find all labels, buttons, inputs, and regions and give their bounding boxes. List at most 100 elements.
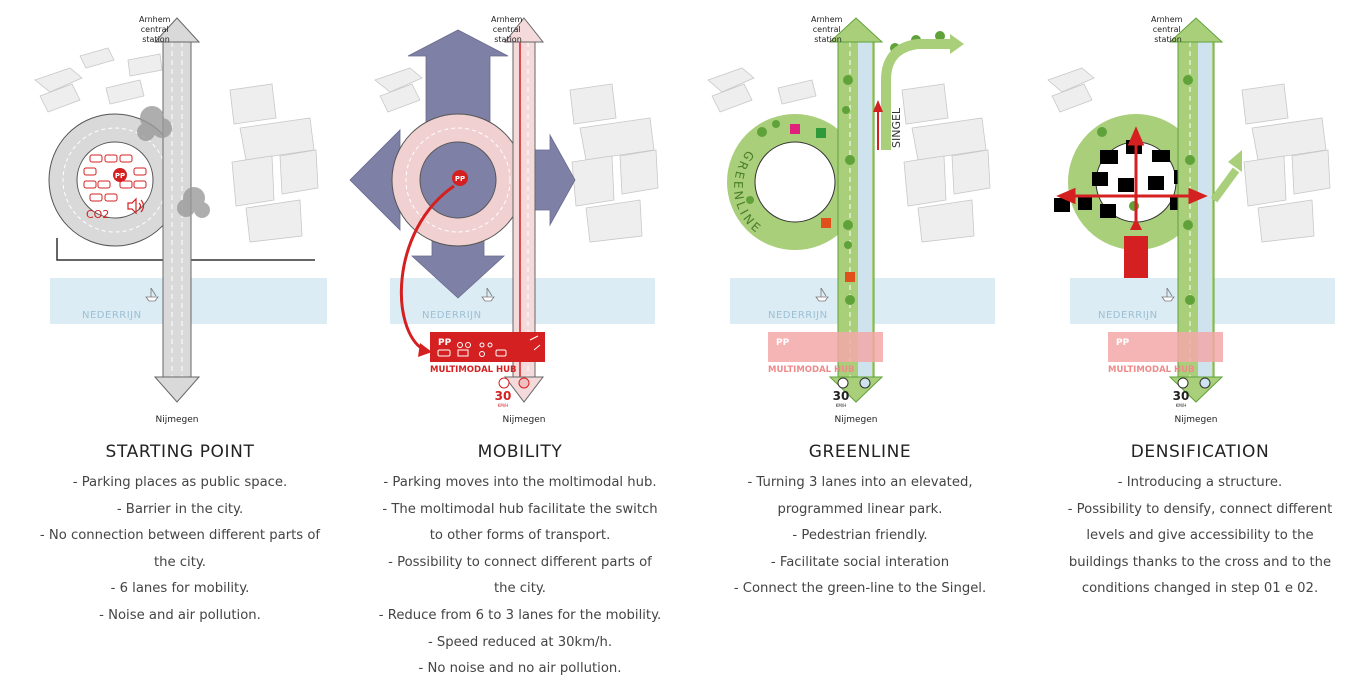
nijmegen-label: Nijmegen xyxy=(503,415,546,425)
car-icon xyxy=(518,377,530,389)
speed-limit-value: 30 xyxy=(1173,389,1190,403)
boat-icon xyxy=(1161,287,1175,302)
speed-limit-unit: KM/H xyxy=(1176,403,1186,408)
panel-notes: - Introducing a structure. - Possibility… xyxy=(1040,470,1360,603)
noise-icon xyxy=(127,197,145,215)
note-line: - Possibility to densify, connect differ… xyxy=(1067,501,1333,517)
note-line: - 6 lanes for mobility. xyxy=(110,581,250,597)
boat-icon xyxy=(145,287,159,302)
note-line: - Barrier in the city. xyxy=(116,501,244,517)
panel-notes: - Parking moves into the moltimodal hub.… xyxy=(360,470,680,683)
nijmegen-label: Nijmegen xyxy=(835,415,878,425)
note-line: - Pedestrian friendly. xyxy=(792,528,928,544)
note-line: programmed linear park. xyxy=(777,501,943,517)
panel-title: DENSIFICATION xyxy=(1130,442,1270,462)
multimodal-hub xyxy=(768,332,883,362)
program-icon xyxy=(790,124,800,134)
access-ramp xyxy=(1124,236,1148,278)
city-buildings xyxy=(1047,67,1331,243)
access-cross xyxy=(1056,126,1208,222)
parking-icon xyxy=(113,168,127,182)
panel-notes: - Turning 3 lanes into an elevated, prog… xyxy=(700,470,1020,603)
note-line: the city. xyxy=(153,554,207,570)
panel-title: STARTING POINT xyxy=(105,442,255,462)
starting-point-diagram: NEDERRIJN PP CO2 xyxy=(34,15,327,425)
hub-label: MULTIMODAL HUB xyxy=(768,365,855,375)
co2-label: CO2 xyxy=(86,208,109,221)
arrow-north xyxy=(503,17,545,43)
note-line: - Turning 3 lanes into an elevated, xyxy=(747,475,973,490)
panel-greenline: NEDERRIJN GREENLINE SINGEL xyxy=(690,0,1030,700)
nijmegen-label: Nijmegen xyxy=(1175,415,1218,425)
greenline-diagram: NEDERRIJN GREENLINE SINGEL xyxy=(707,15,995,425)
note-line: - Connect the green-line to the Singel. xyxy=(733,581,987,597)
multimodal-hub xyxy=(1108,332,1223,362)
note-line: - No connection between different parts … xyxy=(39,528,321,544)
speed-limit-value: 30 xyxy=(495,389,512,403)
boat-icon xyxy=(481,287,495,302)
arrow-north xyxy=(1168,17,1224,43)
arrow-north xyxy=(828,17,884,43)
station-label: Arnhem central station xyxy=(811,15,845,44)
bus-icon xyxy=(498,377,510,389)
hub-label: MULTIMODAL HUB xyxy=(430,365,517,375)
car-icon xyxy=(1199,377,1211,389)
arrow-south xyxy=(153,376,201,403)
note-line: buildings thanks to the cross and to the xyxy=(1068,554,1332,570)
barrier-line xyxy=(56,238,315,261)
speed-limit-value: 30 xyxy=(833,389,850,403)
main-road xyxy=(512,41,536,378)
city-buildings xyxy=(34,47,319,243)
pollution-cloud-icon xyxy=(137,106,210,218)
panel-starting-point: NEDERRIJN PP CO2 xyxy=(10,0,350,700)
singel-label: SINGEL xyxy=(890,107,903,148)
note-line: levels and give accessibility to the xyxy=(1086,528,1314,544)
densification-diagram: NEDERRIJN PP xyxy=(1047,15,1335,425)
note-line: - Possibility to connect different parts… xyxy=(388,554,652,570)
station-label: Arnhem central station xyxy=(491,15,525,44)
note-line: - Introducing a structure. xyxy=(1117,475,1283,490)
note-line: - Speed reduced at 30km/h. xyxy=(427,634,613,650)
pedestrian-icon xyxy=(845,272,855,282)
transport-mode-icons xyxy=(437,335,541,357)
parked-cars xyxy=(83,154,147,202)
note-line: the city. xyxy=(493,581,547,597)
arrow-north xyxy=(153,17,201,43)
relocation-arrow xyxy=(399,184,455,352)
note-line: - No noise and no air pollution. xyxy=(418,661,622,677)
bus-icon xyxy=(837,377,849,389)
panel-title: MOBILITY xyxy=(477,442,563,462)
river-label: NEDERRIJN xyxy=(422,310,482,321)
hub-label: MULTIMODAL HUB xyxy=(1108,365,1195,375)
note-line: to other forms of transport. xyxy=(429,528,611,544)
program-icon xyxy=(816,128,826,138)
svg-text:PP: PP xyxy=(115,172,125,180)
speed-limit-unit: KM/H xyxy=(836,403,846,408)
note-line: - The moltimodal hub facilitate the swit… xyxy=(382,501,658,517)
arrow-south xyxy=(503,376,545,403)
panel-notes: - Parking places as public space. - Barr… xyxy=(20,470,340,630)
station-label: Arnhem central station xyxy=(1151,15,1185,44)
nijmegen-label: Nijmegen xyxy=(156,415,199,425)
bus-icon xyxy=(1177,377,1189,389)
note-line: - Parking moves into the moltimodal hub. xyxy=(383,475,657,490)
parking-icon xyxy=(452,170,468,186)
svg-text:PP: PP xyxy=(776,338,790,348)
note-line: - Noise and air pollution. xyxy=(99,607,261,623)
pedestrian-icon xyxy=(821,218,831,228)
river-label: NEDERRIJN xyxy=(82,310,142,321)
mobility-diagram: NEDERRIJN PP PP MULTIMOD xyxy=(349,15,659,425)
svg-text:PP: PP xyxy=(1116,338,1130,348)
svg-text:PP: PP xyxy=(438,338,452,348)
station-label: Arnhem central station xyxy=(139,15,173,44)
river-label: NEDERRIJN xyxy=(1098,310,1158,321)
car-icon xyxy=(859,377,871,389)
panel-mobility: NEDERRIJN PP PP MULTIMOD xyxy=(349,0,690,700)
note-line: conditions changed in step 01 e 02. xyxy=(1081,581,1319,597)
singel-connection xyxy=(881,39,952,150)
note-line: - Parking places as public space. xyxy=(72,475,288,490)
speed-limit-unit: KM/H xyxy=(498,403,508,408)
singel-connection xyxy=(1210,167,1240,203)
city-buildings xyxy=(707,67,991,243)
note-line: - Facilitate social interation xyxy=(770,554,950,570)
